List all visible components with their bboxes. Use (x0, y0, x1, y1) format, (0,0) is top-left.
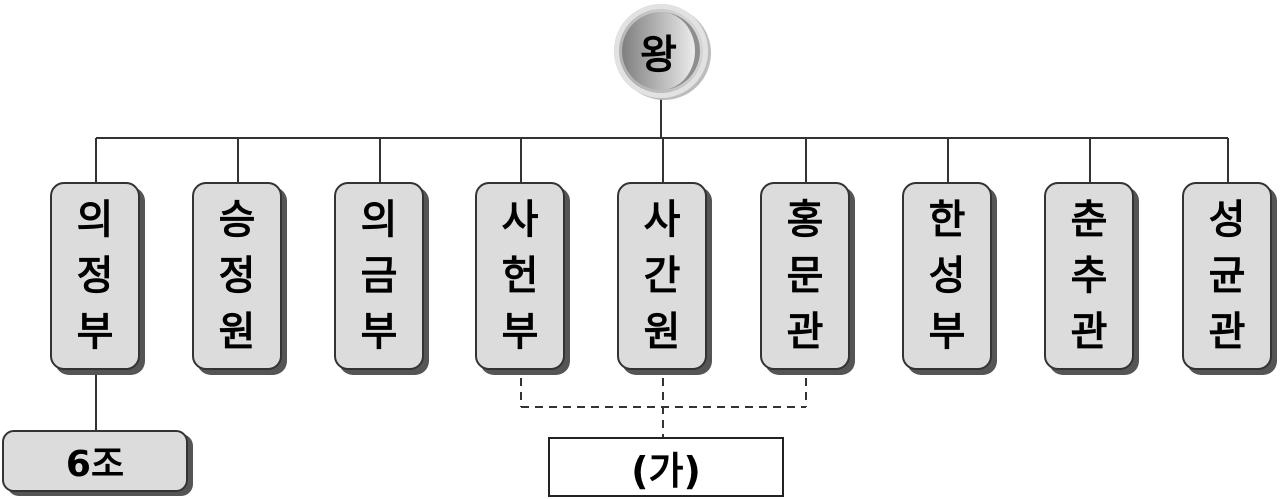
office-char: 부 (928, 309, 966, 355)
office-char: 의 (360, 197, 398, 243)
office-char: 부 (76, 309, 114, 355)
king-node: 왕 (614, 4, 708, 98)
office-char: 관 (1070, 309, 1108, 355)
office-char: 사 (643, 197, 681, 243)
sub-office-label: 6조 (65, 444, 125, 485)
dashed-group-connector (520, 378, 807, 437)
office-char: 정 (76, 253, 114, 299)
office-char: 성 (1208, 197, 1246, 243)
office-char: 의 (76, 197, 114, 243)
office-char: 성 (928, 253, 966, 299)
office-char: 원 (218, 309, 256, 355)
office-char: 헌 (501, 253, 539, 299)
office-char: 금 (360, 253, 398, 299)
king-label: 왕 (640, 32, 677, 78)
office-char: 원 (643, 309, 681, 355)
office-char: 균 (1208, 253, 1246, 299)
office-char: 춘 (1070, 197, 1108, 243)
office-char: 부 (360, 309, 398, 355)
office-char: 관 (1208, 309, 1246, 355)
office-char: 승 (218, 197, 256, 243)
group-box-ga: (가) (548, 437, 784, 497)
office-char: 홍 (786, 197, 824, 243)
office-char: 부 (501, 309, 539, 355)
group-box-label: (가) (631, 448, 701, 493)
office-char: 정 (218, 253, 256, 299)
sub-office-6jo: 6조 (2, 430, 188, 492)
office-char: 관 (786, 309, 824, 355)
office-char: 추 (1070, 253, 1108, 299)
office-char: 간 (643, 253, 681, 299)
office-char: 한 (928, 197, 966, 243)
office-char: 사 (501, 197, 539, 243)
office-char: 문 (786, 253, 824, 299)
